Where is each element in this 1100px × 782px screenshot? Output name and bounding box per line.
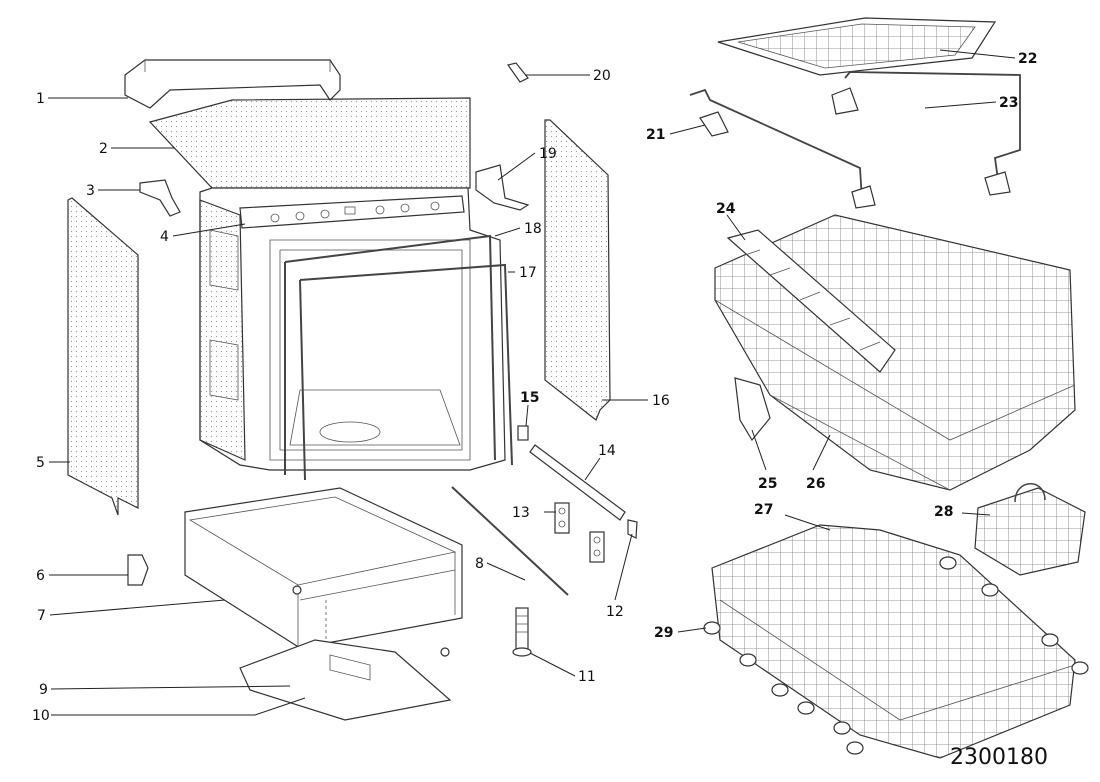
part-15-clip xyxy=(517,425,529,441)
callout-11: 11 xyxy=(578,669,596,685)
callout-labels: 1 2 3 4 5 6 7 8 9 10 11 12 13 14 15 16 1… xyxy=(32,51,1037,724)
part-22-cutlery-tray xyxy=(717,17,997,76)
part-16-right-side-panel xyxy=(544,119,611,421)
callout-13: 13 xyxy=(512,505,530,521)
callout-27: 27 xyxy=(754,502,773,518)
part-28-cutlery-basket xyxy=(974,483,1086,576)
callout-22: 22 xyxy=(1018,51,1037,67)
part-23-rail-right xyxy=(831,71,1021,196)
part-10-bottom-cover xyxy=(239,639,452,721)
callout-26: 26 xyxy=(806,476,825,492)
main-tub-cabinet xyxy=(199,187,506,471)
part-12-clip xyxy=(627,519,638,539)
part-25-basket-adjuster xyxy=(734,377,771,442)
callout-18: 18 xyxy=(524,221,542,237)
part-3-bracket xyxy=(139,179,181,217)
callout-23: 23 xyxy=(999,95,1018,111)
callout-19: 19 xyxy=(539,146,557,162)
callout-9: 9 xyxy=(39,682,48,698)
part-29-basket-wheels xyxy=(703,556,1089,755)
drawing-number: 2300180 xyxy=(950,745,1048,770)
part-27-lower-basket xyxy=(711,524,1076,759)
part-5-left-side-panel xyxy=(67,197,139,516)
callout-3: 3 xyxy=(86,183,95,199)
part-13-hinge-plates xyxy=(554,502,605,563)
callout-20: 20 xyxy=(593,68,611,84)
part-7-base-frame xyxy=(184,487,463,657)
callout-24: 24 xyxy=(716,201,736,217)
leader-lines xyxy=(48,49,1016,716)
callout-4: 4 xyxy=(160,229,169,245)
callout-21: 21 xyxy=(646,127,665,143)
part-6-component xyxy=(127,554,149,586)
callout-7: 7 xyxy=(37,608,46,624)
callout-15: 15 xyxy=(520,390,539,406)
callout-14: 14 xyxy=(598,443,616,459)
part-19-bracket xyxy=(475,164,530,211)
part-17-18-door-seals xyxy=(284,234,513,481)
callout-6: 6 xyxy=(36,568,45,584)
callout-16: 16 xyxy=(652,393,670,409)
part-20-clip xyxy=(507,62,529,83)
callout-5: 5 xyxy=(36,455,45,471)
callout-12: 12 xyxy=(606,604,624,620)
callout-17: 17 xyxy=(519,265,537,281)
part-2-worktop-panel xyxy=(148,97,471,189)
part-8-rod xyxy=(451,486,569,596)
callout-10: 10 xyxy=(32,708,50,724)
part-24-cup-shelf xyxy=(726,229,896,373)
callout-1: 1 xyxy=(36,91,45,107)
callout-2: 2 xyxy=(99,141,108,157)
part-4-control-panel xyxy=(239,195,465,229)
part-14-seal-strip xyxy=(529,444,626,521)
callout-29: 29 xyxy=(654,625,673,641)
callout-28: 28 xyxy=(934,504,953,520)
callout-25: 25 xyxy=(758,476,777,492)
callout-8: 8 xyxy=(475,556,484,572)
part-21-rail-left xyxy=(689,88,876,209)
part-11-adjustable-foot xyxy=(512,607,532,657)
